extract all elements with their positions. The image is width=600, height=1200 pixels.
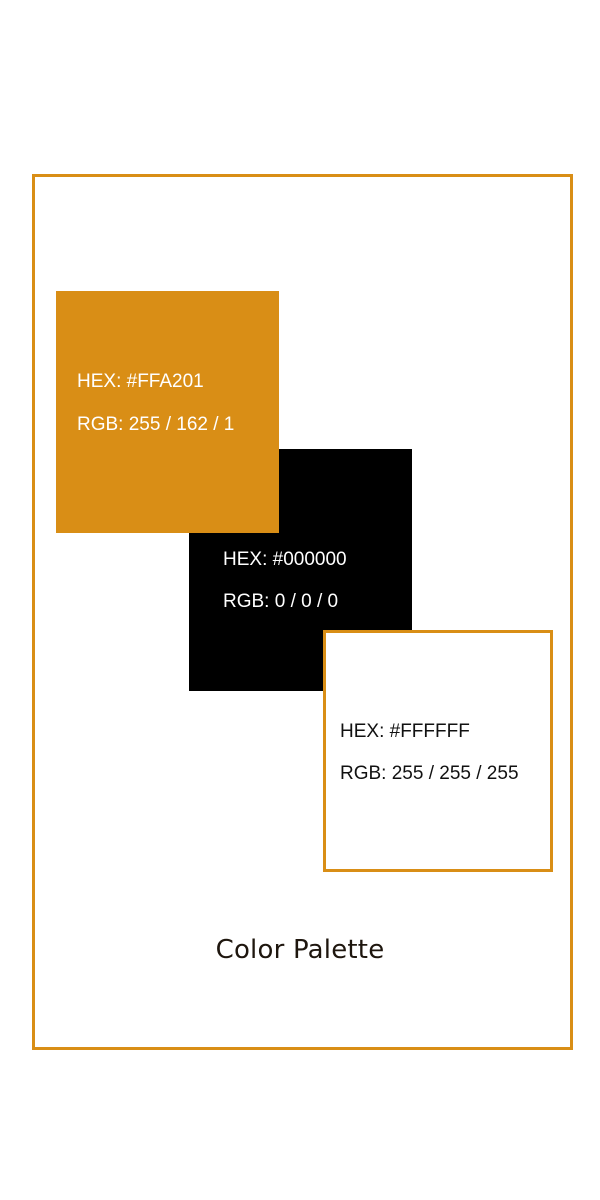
swatch-rgb-label: RGB: 255 / 255 / 255 <box>340 763 519 784</box>
swatch-orange: HEX: #FFA201 RGB: 255 / 162 / 1 <box>56 291 279 533</box>
swatch-hex-label: HEX: #FFFFFF <box>340 721 470 742</box>
swatch-hex-label: HEX: #000000 <box>223 549 347 570</box>
swatch-rgb-label: RGB: 0 / 0 / 0 <box>223 591 339 612</box>
swatch-white: HEX: #FFFFFF RGB: 255 / 255 / 255 <box>323 630 553 872</box>
swatch-rgb-label: RGB: 255 / 162 / 1 <box>77 414 235 435</box>
palette-title: Color Palette <box>215 935 385 965</box>
palette-frame <box>32 174 573 1050</box>
swatch-hex-label: HEX: #FFA201 <box>77 371 204 392</box>
